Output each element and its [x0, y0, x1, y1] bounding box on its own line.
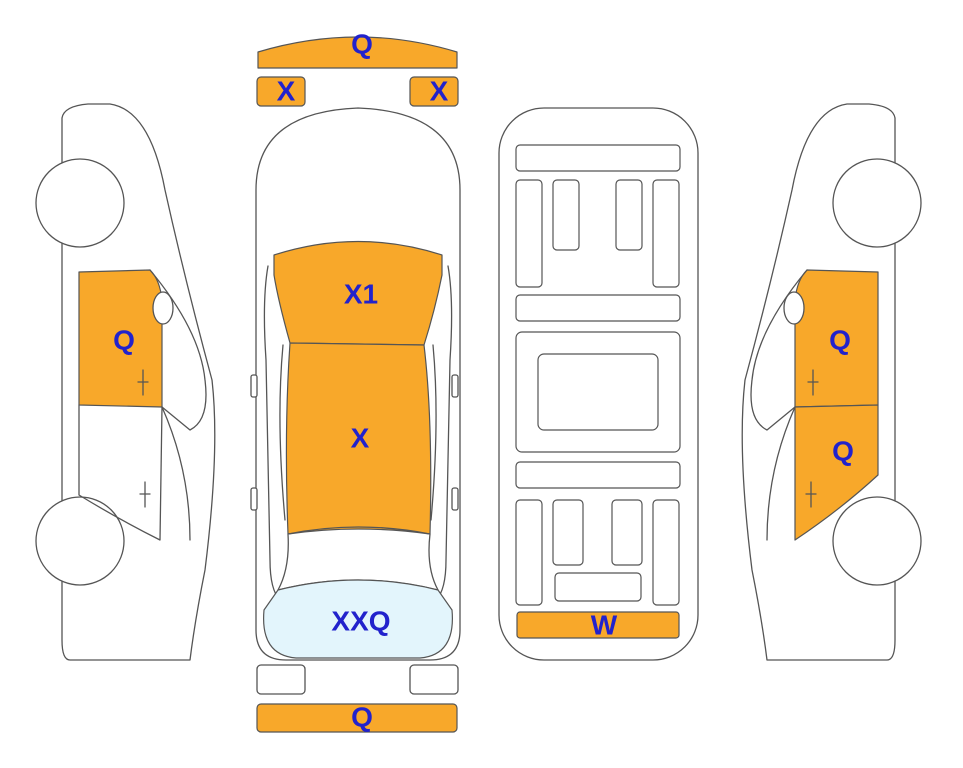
underside-rear-group[interactable]: W	[516, 609, 680, 640]
left-pillar-line	[279, 344, 286, 521]
right-front-wheel	[832, 158, 922, 248]
left-front-door-code: Q	[113, 324, 135, 355]
front-bumper-panel[interactable]	[257, 36, 458, 69]
right-rear-wheel	[832, 496, 922, 586]
rear-windshield-code: XXQ	[331, 605, 390, 636]
right-side-contour	[435, 265, 453, 601]
front-bumper-code: Q	[351, 28, 373, 59]
underside-rear-panel[interactable]	[516, 611, 680, 639]
underside-rear-left-block	[552, 499, 584, 566]
underside-right-rail-front	[652, 179, 680, 288]
right-taillight[interactable]	[409, 664, 459, 695]
hood-group[interactable]: X1	[273, 240, 443, 346]
left-headlight-group[interactable]: X	[256, 75, 306, 107]
left-front-wheel	[35, 158, 125, 248]
rear-windshield-group[interactable]: XXQ	[263, 579, 453, 659]
left-rear-line	[161, 406, 191, 541]
right-front-handle[interactable]	[807, 369, 819, 396]
underside-left-rail-rear	[515, 499, 543, 606]
right-rear-door-code: Q	[832, 435, 854, 466]
car-top-view: X1 X XXQ	[250, 107, 461, 661]
roof-group[interactable]: X	[285, 342, 432, 535]
right-rear-handle[interactable]	[805, 481, 817, 508]
right-rear-line	[766, 406, 796, 541]
right-pillar-line	[430, 344, 437, 521]
underside-rear-code: W	[591, 609, 618, 640]
right-headlight-group[interactable]: X	[409, 75, 459, 107]
left-mirror	[250, 374, 258, 398]
underside-spare-area	[554, 572, 642, 602]
underside-front-crossmember	[515, 144, 681, 172]
left-window-frame	[149, 269, 207, 431]
left-taillight[interactable]	[256, 664, 306, 695]
left-rear-door	[78, 404, 163, 541]
left-headlight-code: X	[277, 75, 296, 106]
left-rear-handle[interactable]	[139, 481, 151, 508]
right-mirror	[451, 374, 459, 398]
car-left-side-view: Q	[35, 103, 216, 661]
right-rear-door-panel[interactable]	[794, 404, 879, 541]
left-front-handle[interactable]	[137, 369, 149, 396]
right-rear-door-group[interactable]: Q	[794, 404, 879, 541]
roof-panel[interactable]	[285, 342, 432, 535]
underside-mid-crossmember	[515, 294, 681, 322]
left-headlight-panel[interactable]	[256, 76, 306, 107]
underside-front-right-block	[615, 179, 643, 251]
underside-right-rail-rear	[652, 499, 680, 606]
rear-bumper-panel[interactable]	[256, 703, 458, 733]
right-mirror-rear	[451, 487, 459, 511]
roof-code: X	[351, 422, 370, 453]
rear-bumper-group[interactable]: Q	[256, 701, 458, 733]
right-front-door-group[interactable]: Q	[794, 269, 879, 408]
rear-bumper-code: Q	[351, 701, 373, 732]
car-underside-view: W	[498, 107, 699, 661]
right-front-door-code: Q	[829, 324, 851, 355]
hood-code: X1	[344, 278, 378, 309]
rear-windshield-panel[interactable]	[263, 579, 453, 659]
underside-rear-right-block	[611, 499, 643, 566]
right-headlight-code: X	[430, 75, 449, 106]
hood-panel[interactable]	[273, 240, 443, 346]
left-front-door-group[interactable]: Q	[78, 269, 163, 408]
left-mirror-side	[152, 291, 174, 325]
front-bumper-group[interactable]: Q	[257, 28, 458, 69]
right-window-frame	[750, 269, 808, 431]
underside-front-left-block	[552, 179, 580, 251]
underside-center-panel	[537, 353, 659, 431]
right-mirror-side	[783, 291, 805, 325]
underside-left-rail-front	[515, 179, 543, 288]
car-right-side-view: Q Q	[741, 103, 922, 661]
right-headlight-panel[interactable]	[409, 76, 459, 107]
underside-rear-crossmember	[515, 461, 681, 489]
left-rear-wheel	[35, 496, 125, 586]
left-side-contour	[263, 265, 281, 601]
left-mirror-rear	[250, 487, 258, 511]
